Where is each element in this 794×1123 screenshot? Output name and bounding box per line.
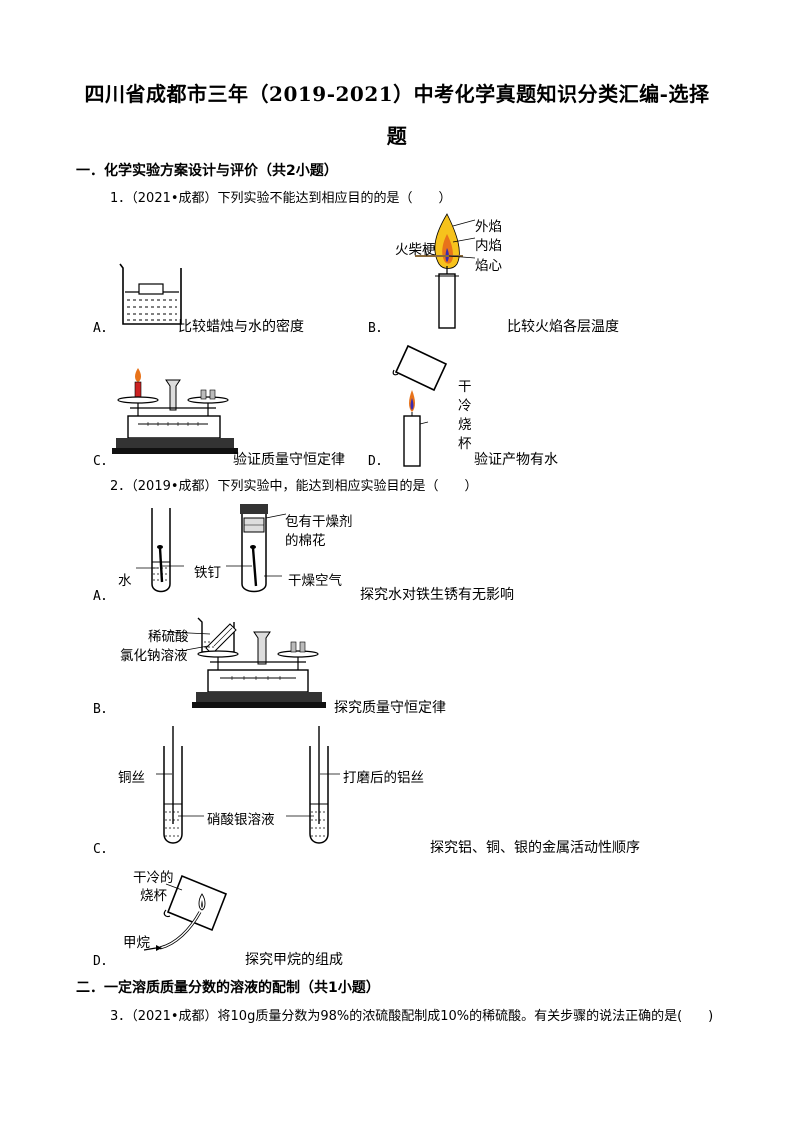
flame-inner-label: 内焰 — [475, 238, 502, 254]
q1-option-c-letter: C． — [93, 454, 114, 469]
section-heading-1: 一．化学实验方案设计与评价（共2小题） — [76, 163, 338, 179]
q1-d-beaker-over-candle-diagram — [392, 344, 448, 467]
dry-cold-beaker-char-1: 干 — [458, 379, 472, 395]
match-stick-label: 火柴梗 — [395, 242, 436, 258]
q1-b-candle-flame-diagram — [415, 213, 476, 329]
q2-option-a-letter: A． — [93, 589, 114, 604]
document-title-continued: 题 — [386, 124, 408, 148]
sodium-chloride-solution-label: 氯化钠溶液 — [120, 648, 188, 664]
q1-option-c-caption: 验证质量守恒定律 — [233, 452, 345, 468]
q2-b-balance-beaker-diagram — [167, 617, 326, 708]
desiccant-label-2: 的棉花 — [285, 533, 326, 549]
q1-option-b-letter: B． — [368, 321, 389, 336]
q2-option-d-letter: D． — [93, 954, 114, 969]
q2-d-methane-burning-beaker-diagram — [143, 874, 228, 951]
dry-cold-beaker-char-4: 杯 — [458, 436, 472, 452]
question-1-stem: 1．（2021•成都）下列实验不能达到相应目的的是（ ） — [110, 191, 452, 206]
q1-c-balance-candle-diagram — [112, 368, 238, 454]
polished-aluminum-wire-label: 打磨后的铝丝 — [343, 770, 424, 786]
q1-a-beaker-diagram — [119, 263, 182, 325]
q1-option-a-letter: A． — [93, 321, 114, 336]
q2-option-b-caption: 探究质量守恒定律 — [334, 700, 446, 716]
document-title: 四川省成都市三年（2019-2021）中考化学真题知识分类汇编-选择 — [84, 82, 710, 106]
silver-nitrate-solution-label: 硝酸银溶液 — [207, 812, 275, 828]
q2-option-d-caption: 探究甲烷的组成 — [245, 952, 343, 968]
q2-c-test-tubes-metal-wires-diagram — [156, 726, 340, 844]
dry-air-label: 干燥空气 — [288, 573, 342, 589]
q2-option-c-letter: C． — [93, 842, 114, 857]
q1-option-a-caption: 比较蜡烛与水的密度 — [178, 319, 304, 335]
q2-a-test-tubes-iron-nail-diagram — [136, 504, 287, 593]
dilute-sulfuric-acid-label: 稀硫酸 — [148, 629, 189, 645]
q1-option-d-letter: D． — [368, 454, 389, 469]
dry-cold-beaker-char-2: 冷 — [458, 398, 472, 414]
q1-option-b-caption: 比较火焰各层温度 — [507, 319, 619, 335]
water-label: 水 — [118, 573, 132, 589]
iron-nail-label: 铁钉 — [194, 565, 221, 581]
question-3-stem: 3．（2021•成都）将10g质量分数为98%的浓硫酸配制成10%的稀硫酸。有关… — [110, 1009, 714, 1024]
dry-cold-beaker-char-3: 烧 — [458, 417, 472, 433]
q2-option-b-letter: B． — [93, 702, 114, 717]
methane-label: 甲烷 — [123, 935, 150, 951]
q2-option-a-caption: 探究水对铁生锈有无影响 — [360, 587, 514, 603]
flame-core-label: 焰心 — [475, 258, 502, 274]
copper-wire-label: 铜丝 — [118, 770, 145, 786]
q1-option-d-caption: 验证产物有水 — [474, 452, 558, 468]
question-2-stem: 2．（2019•成都）下列实验中，能达到相应实验目的是（ ） — [110, 479, 478, 494]
desiccant-label-1: 包有干燥剂 — [285, 514, 353, 530]
flame-outer-label: 外焰 — [475, 219, 502, 235]
q2-option-c-caption: 探究铝、铜、银的金属活动性顺序 — [430, 840, 640, 856]
section-heading-2: 二．一定溶质质量分数的溶液的配制（共1小题） — [76, 980, 380, 996]
dry-cold-beaker-label-1: 干冷的 — [133, 870, 174, 886]
dry-cold-beaker-label-2: 烧杯 — [140, 888, 167, 904]
